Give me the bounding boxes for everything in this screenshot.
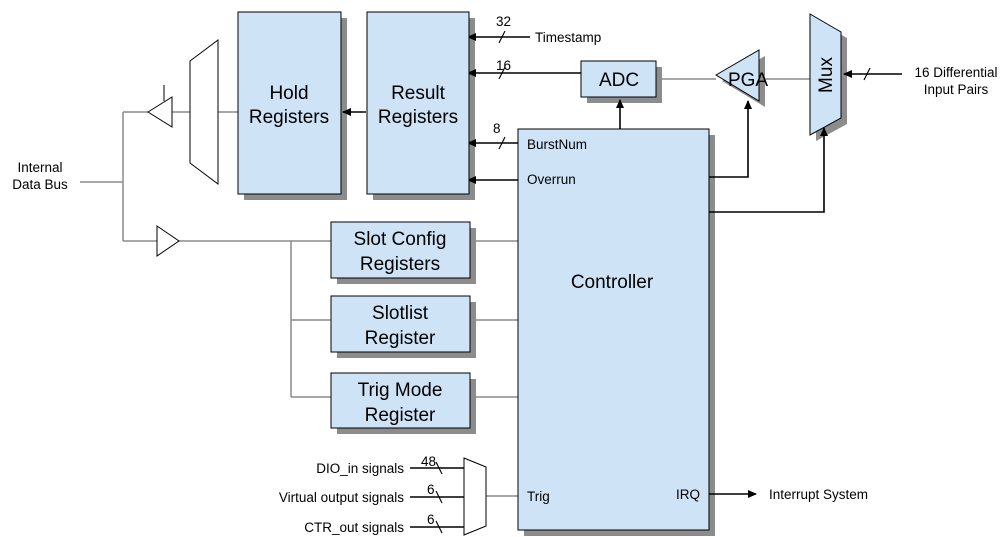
- controller-block: [517, 128, 710, 531]
- port-labels: BurstNum Overrun Trig IRQ: [527, 137, 700, 504]
- internal-bus-label-1: Internal: [17, 160, 62, 175]
- hold-registers-label-2: Registers: [249, 107, 329, 128]
- trig-mode-register-block: [330, 372, 471, 429]
- mux-block: [809, 13, 842, 136]
- hold-registers-block: [237, 11, 342, 195]
- gray-wires: [80, 78, 811, 497]
- slotlist-register-block: [330, 295, 471, 353]
- trig-mode-label-1: Trig Mode: [358, 380, 443, 401]
- slotlist-label-2: Register: [365, 328, 436, 349]
- slot-config-label-2: Registers: [360, 254, 440, 275]
- inputs-label-2: Input Pairs: [924, 82, 989, 97]
- timestamp-width: 32: [496, 14, 511, 29]
- signal-labels: Timestamp Internal Data Bus 16 Different…: [12, 30, 997, 535]
- dio-in-width: 48: [421, 454, 436, 469]
- slotlist-label-1: Slotlist: [372, 303, 429, 324]
- adc-width: 16: [496, 58, 511, 73]
- trig-input-mux: [463, 457, 487, 536]
- timestamp-label: Timestamp: [535, 30, 601, 45]
- result-registers-block: [366, 11, 470, 195]
- virtual-out-width: 6: [427, 482, 435, 497]
- pga-amplifier: [715, 49, 760, 102]
- virtual-output-label: Virtual output signals: [279, 490, 404, 505]
- result-registers-label-1: Result: [391, 83, 446, 104]
- irq-port-label: IRQ: [676, 487, 700, 502]
- adc-block: [580, 60, 657, 98]
- result-registers-label-2: Registers: [378, 107, 458, 128]
- dio-in-label: DIO_in signals: [316, 461, 404, 476]
- adc-label: ADC: [599, 70, 639, 91]
- signal-wires: [342, 33, 902, 528]
- interrupt-system-label: Interrupt System: [769, 487, 868, 502]
- ctr-out-width: 6: [427, 512, 435, 527]
- bus-buffers: [147, 39, 219, 257]
- hold-registers-label-1: Hold: [269, 83, 308, 104]
- internal-bus-label-2: Data Bus: [12, 177, 68, 192]
- burstnum-port-label: BurstNum: [527, 137, 587, 152]
- pga-label: PGA: [728, 70, 768, 91]
- bus-width-slashes: [435, 30, 871, 534]
- block-labels: Hold Registers Result Registers ADC PGA …: [249, 57, 837, 426]
- burstnum-width: 8: [493, 121, 501, 136]
- ctr-out-label: CTR_out signals: [304, 520, 404, 535]
- slot-config-registers-block: [330, 221, 471, 279]
- slot-config-label-1: Slot Config: [354, 229, 447, 250]
- inputs-label-1: 16 Differential: [914, 65, 997, 80]
- mux-label: Mux: [816, 57, 837, 93]
- trig-mode-label-2: Register: [365, 405, 436, 426]
- controller-label: Controller: [571, 272, 654, 293]
- bus-width-labels: 32 16 8 48 6 6: [421, 14, 511, 527]
- overrun-port-label: Overrun: [527, 172, 576, 187]
- trig-port-label: Trig: [527, 489, 550, 504]
